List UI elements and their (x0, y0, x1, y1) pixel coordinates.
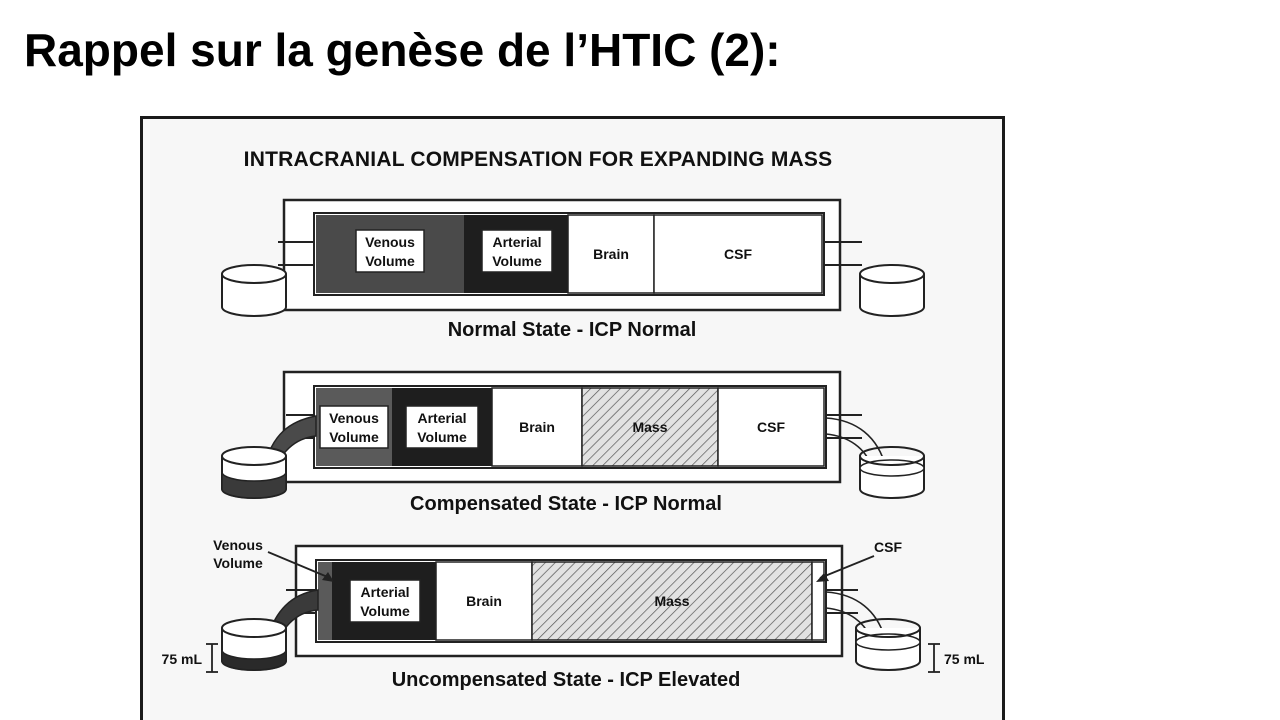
right-volume-bracket (928, 643, 940, 673)
right-reservoir (855, 618, 921, 671)
mass-compartment (581, 387, 719, 467)
right-reservoir (859, 264, 925, 317)
csf-compartment (653, 214, 823, 294)
brain-compartment (435, 561, 533, 641)
mass-label: Mass (654, 593, 689, 609)
brain-label: Brain (519, 419, 555, 435)
normal-state-panel: Venous Volume Arterial Volume Brain CSF … (221, 198, 925, 341)
diagram-svg: INTRACRANIAL COMPENSATION FOR EXPANDING … (140, 116, 1005, 720)
venous-volume-annotation: Venous (213, 537, 263, 553)
arterial-volume-label: Arterial (492, 234, 541, 250)
arterial-volume-label: Arterial (417, 410, 466, 426)
svg-text:Volume: Volume (360, 603, 410, 619)
mass-compartment (531, 561, 813, 641)
venous-volume-compartment (318, 562, 332, 640)
left-volume-bracket (206, 643, 218, 673)
svg-text:Volume: Volume (213, 555, 263, 571)
svg-text:Volume: Volume (417, 429, 467, 445)
csf-compartment (717, 387, 825, 467)
uncompensated-state-caption: Uncompensated State - ICP Elevated (392, 669, 741, 691)
intracranial-compensation-figure: INTRACRANIAL COMPENSATION FOR EXPANDING … (140, 116, 1006, 720)
slide-title: Rappel sur la genèse de l’HTIC (2): (24, 24, 781, 76)
svg-text:Volume: Volume (365, 253, 415, 269)
uncompensated-state-panel: Arterial Volume Brain Mass Venous Volume… (162, 537, 985, 691)
svg-text:Volume: Volume (329, 429, 379, 445)
svg-text:Volume: Volume (492, 253, 542, 269)
brain-label: Brain (593, 246, 629, 262)
figure-heading: INTRACRANIAL COMPENSATION FOR EXPANDING … (244, 148, 833, 171)
normal-state-caption: Normal State - ICP Normal (448, 319, 697, 341)
venous-volume-label: Venous (365, 234, 415, 250)
venous-volume-label: Venous (329, 410, 379, 426)
csf-label: CSF (757, 419, 785, 435)
brain-compartment (567, 214, 655, 294)
compensated-state-caption: Compensated State - ICP Normal (410, 493, 722, 515)
left-reservoir (221, 264, 287, 317)
venous-pointer-arrow (267, 551, 331, 579)
arterial-volume-label: Arterial (360, 584, 409, 600)
right-volume-label: 75 mL (944, 651, 985, 667)
mass-label: Mass (632, 419, 667, 435)
csf-compartment (811, 561, 825, 641)
brain-label: Brain (466, 593, 502, 609)
csf-pointer-arrow (819, 555, 875, 579)
compensated-state-panel: Venous Volume Arterial Volume Brain Mass… (221, 370, 925, 515)
right-reservoir (859, 446, 925, 499)
left-volume-label: 75 mL (162, 651, 203, 667)
csf-label: CSF (724, 246, 752, 262)
brain-compartment (491, 387, 583, 467)
csf-annotation: CSF (874, 539, 902, 555)
left-reservoir (221, 446, 287, 499)
left-reservoir (221, 618, 287, 671)
